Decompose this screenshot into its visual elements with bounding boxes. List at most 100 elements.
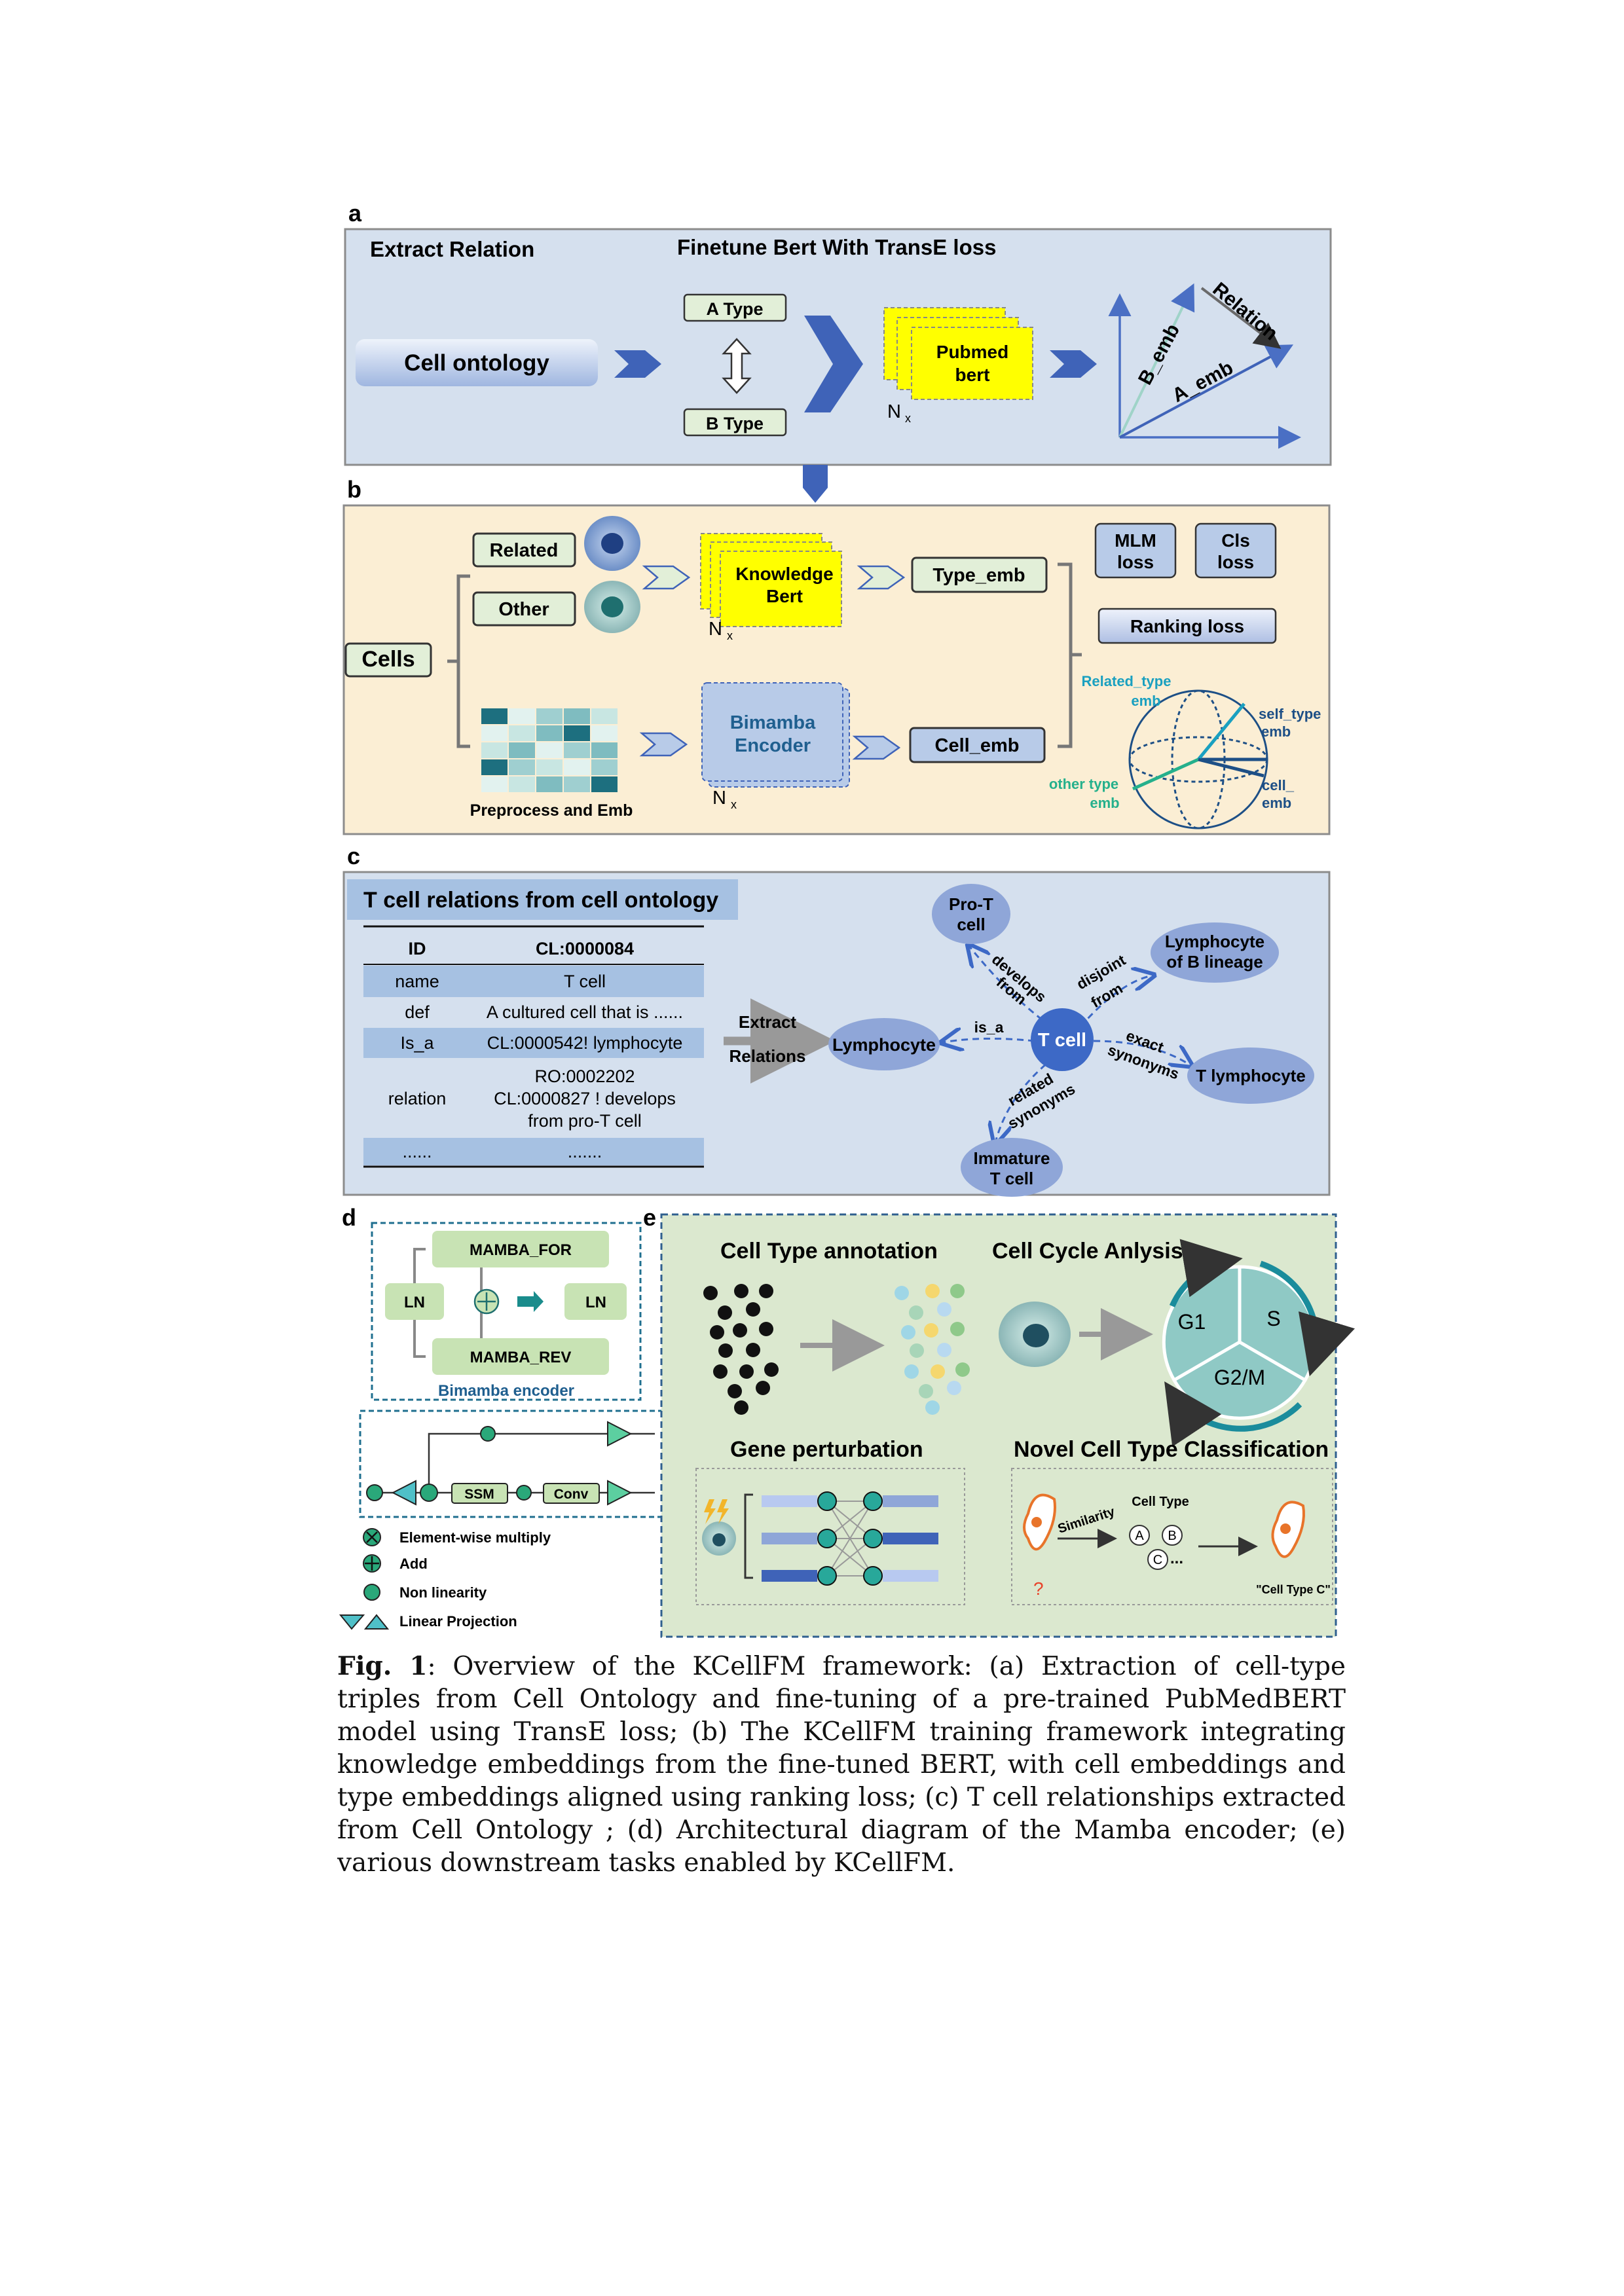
relation-vector bbox=[1200, 287, 1282, 349]
black-dot bbox=[734, 1284, 748, 1298]
mamba-rev-label: MAMBA_REV bbox=[470, 1349, 572, 1366]
panel-label-b: b bbox=[347, 476, 361, 503]
b-nx-sub: x bbox=[727, 629, 733, 642]
other-box bbox=[472, 591, 576, 627]
knowledge-bert-box bbox=[720, 551, 842, 627]
gp-node bbox=[817, 1529, 837, 1548]
cycle-arc-2 bbox=[1259, 1260, 1355, 1377]
ln-right-label: LN bbox=[585, 1294, 606, 1311]
extract-label-2: Relations bbox=[729, 1046, 805, 1066]
panel-b: b Cells Related Other Knowledge Bert N x… bbox=[342, 476, 1331, 835]
related-type-label-1: Related_type bbox=[1082, 673, 1172, 689]
cca-cell-nucleus bbox=[1023, 1324, 1049, 1347]
finetune-title: Finetune Bert With TransE loss bbox=[677, 235, 996, 259]
other-cell-nucleus bbox=[601, 596, 623, 617]
matrix-cell bbox=[481, 708, 507, 724]
matrix-cell bbox=[591, 776, 618, 792]
colored-dot bbox=[937, 1302, 951, 1317]
double-arrow-icon bbox=[722, 338, 752, 394]
other-type-label-2: emb bbox=[1090, 795, 1119, 811]
matrix-cell bbox=[564, 776, 590, 792]
node-pro-t-label-2: cell bbox=[957, 915, 985, 934]
node-pro-t bbox=[932, 884, 1010, 944]
option-a-icon bbox=[1129, 1525, 1150, 1546]
gp-input-bar bbox=[762, 1570, 817, 1582]
matrix-cell bbox=[564, 725, 590, 741]
mamba-rev-box bbox=[432, 1338, 609, 1375]
legend-multiply-label: Element-wise multiply bbox=[399, 1529, 551, 1546]
cells-box bbox=[344, 642, 432, 678]
panel-label-c: c bbox=[347, 843, 360, 869]
panel-label-e: e bbox=[643, 1204, 656, 1231]
matrix-cell bbox=[536, 725, 563, 741]
matrix-cell bbox=[481, 725, 507, 741]
bimamba-encoder-box bbox=[701, 682, 843, 782]
matrix-cell bbox=[591, 708, 618, 724]
edge-label-is-a: is_a bbox=[974, 1019, 1004, 1036]
bimamba-label-1: Bimamba bbox=[730, 712, 816, 733]
a-type-label: A Type bbox=[706, 299, 763, 319]
matrix-cell bbox=[481, 759, 507, 775]
cell-type-label: Cell Type bbox=[1132, 1495, 1189, 1509]
other-label: Other bbox=[498, 599, 549, 620]
b-nx-sub-2: x bbox=[731, 798, 737, 811]
self-type-label-2: emb bbox=[1261, 723, 1291, 740]
chevron-outline-icon-1 bbox=[642, 565, 691, 590]
table-key: ...... bbox=[402, 1142, 432, 1161]
triangle-left-icon bbox=[391, 1480, 416, 1506]
pie-g1-label: G1 bbox=[1178, 1310, 1206, 1334]
colored-dot bbox=[909, 1305, 923, 1320]
cell-ontology-box bbox=[356, 339, 598, 386]
colored-dot bbox=[955, 1362, 970, 1377]
type-emb-label: Type_emb bbox=[932, 565, 1025, 586]
gp-output-bar bbox=[883, 1570, 938, 1582]
node-immature-label-1: Immature bbox=[973, 1148, 1050, 1168]
colored-dots bbox=[895, 1284, 970, 1415]
panel-d: d MAMBA_FOR MAMBA_REV LN LN Bimamba enco… bbox=[339, 1204, 664, 1630]
matrix-cell bbox=[564, 759, 590, 775]
legend-add-label: Add bbox=[399, 1556, 428, 1572]
option-c-label: C bbox=[1153, 1553, 1162, 1567]
add-op-plus bbox=[477, 1292, 496, 1311]
node-t-lymph bbox=[1187, 1048, 1314, 1104]
black-dot bbox=[739, 1364, 754, 1379]
black-dot bbox=[728, 1384, 742, 1398]
cca-title: Cell Cycle Anlysis bbox=[992, 1239, 1183, 1264]
gp-output-bar bbox=[883, 1495, 938, 1507]
add-icon-block bbox=[366, 1484, 383, 1501]
matrix-cell bbox=[509, 742, 535, 758]
cta-title: Cell Type annotation bbox=[720, 1239, 938, 1264]
table-key: name bbox=[395, 972, 439, 991]
colored-dot bbox=[901, 1325, 915, 1339]
mlm-label-2: loss bbox=[1117, 552, 1154, 572]
cell-emb-box bbox=[909, 727, 1046, 763]
node-t-cell bbox=[1031, 1008, 1094, 1071]
colored-dot bbox=[910, 1343, 924, 1358]
panel-e: e Cell Type annotation Cell Cycle Anlysi… bbox=[643, 1204, 1355, 1638]
chevron-outline-icon-3 bbox=[639, 732, 688, 757]
question-mark: ? bbox=[1033, 1578, 1044, 1599]
b-type-label: B Type bbox=[706, 414, 764, 433]
pubmed-label-1: Pubmed bbox=[936, 342, 1008, 362]
edge-disjoint bbox=[1079, 975, 1153, 1027]
gp-input-bar bbox=[762, 1533, 817, 1544]
cell-emb-sphere-label-2: emb bbox=[1262, 795, 1291, 811]
option-more: ... bbox=[1170, 1550, 1183, 1567]
mlm-loss-box bbox=[1094, 522, 1177, 579]
matrix-cell bbox=[481, 742, 507, 758]
b-nx-label-2: N bbox=[712, 788, 726, 809]
bracket-right bbox=[1058, 562, 1082, 748]
black-dot bbox=[734, 1400, 748, 1415]
black-dot bbox=[703, 1286, 718, 1300]
cell-emb-vector bbox=[1198, 757, 1264, 778]
legend-projection-icon bbox=[339, 1614, 390, 1630]
ranking-loss-label: Ranking loss bbox=[1130, 616, 1244, 636]
legend-nonlin-icon bbox=[363, 1584, 380, 1601]
conv-label: Conv bbox=[554, 1487, 589, 1502]
gp-cell-nucleus bbox=[712, 1533, 726, 1546]
edge-exact bbox=[1093, 1040, 1190, 1065]
gp-edge bbox=[826, 1538, 874, 1576]
gp-node bbox=[863, 1491, 883, 1511]
teal-arrow-icon bbox=[517, 1291, 544, 1312]
